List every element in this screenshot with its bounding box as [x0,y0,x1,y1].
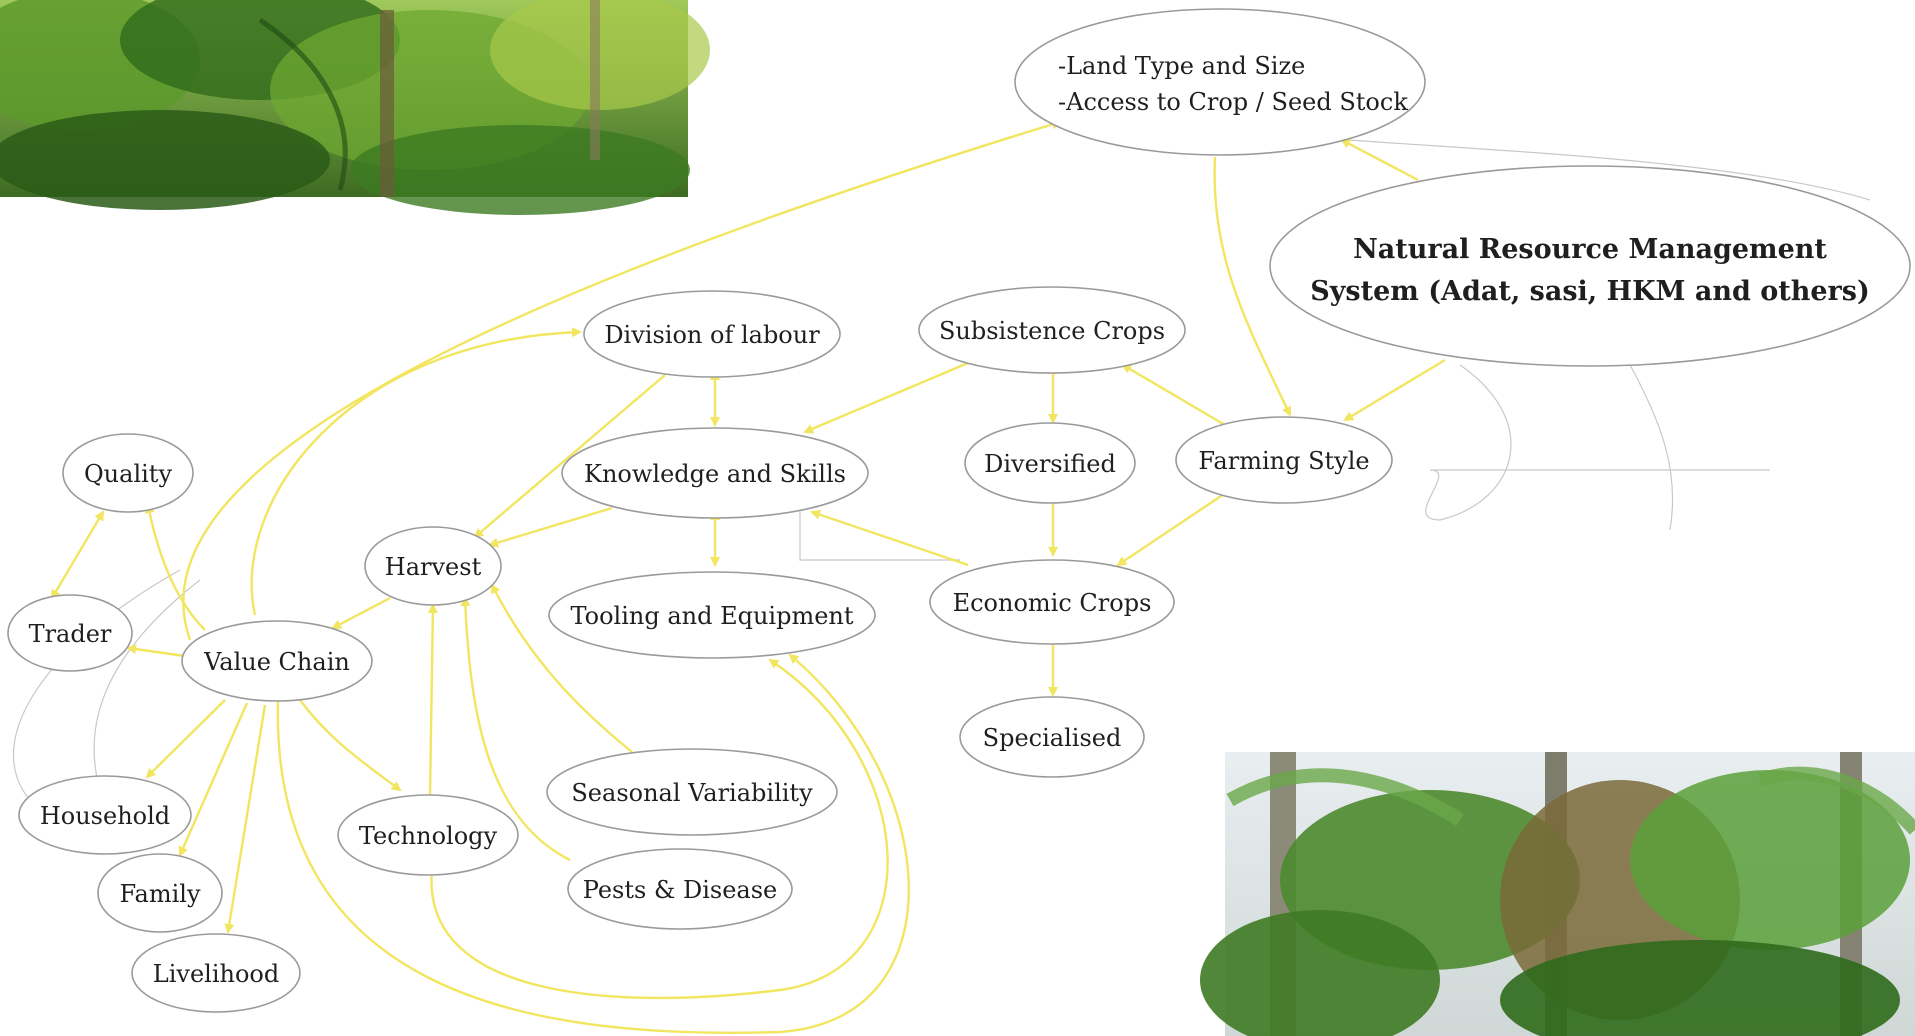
node-knowledge-label: Knowledge and Skills [584,460,846,488]
node-economic-crops: Economic Crops [929,559,1175,645]
node-technology-label: Technology [359,822,498,850]
node-trader: Trader [7,594,133,672]
node-seasonal-variability: Seasonal Variability [546,748,838,836]
node-tooling-label: Tooling and Equipment [570,602,853,630]
forest-photo-bottom-right [1200,752,1915,1036]
node-nrm-line2: System (Adat, sasi, HKM and others) [1310,276,1870,307]
node-seasonal-label: Seasonal Variability [571,779,813,807]
node-specialised: Specialised [959,696,1145,778]
node-quality: Quality [62,433,194,513]
node-harvest: Harvest [364,526,502,606]
node-value-chain: Value Chain [181,620,373,702]
node-economic-label: Economic Crops [953,589,1152,617]
ghost-lines [12,139,1871,811]
node-family-label: Family [120,880,201,908]
node-valuechain-label: Value Chain [203,648,350,676]
node-quality-label: Quality [84,460,172,488]
node-livelihood-label: Livelihood [153,960,279,988]
node-family: Family [97,853,223,933]
node-pests-label: Pests & Disease [583,876,777,904]
edges [50,119,1446,1034]
node-land-type-line2: -Access to Crop / Seed Stock [1058,88,1408,116]
node-subsistence-label: Subsistence Crops [939,317,1165,345]
node-division-label: Division of labour [604,321,820,349]
node-household: Household [18,775,192,855]
node-pests-and-disease: Pests & Disease [567,848,793,930]
node-technology: Technology [337,794,519,876]
node-diversified: Diversified [964,422,1136,504]
node-tooling-and-equipment: Tooling and Equipment [548,571,876,659]
node-trader-label: Trader [29,620,112,648]
node-division-of-labour: Division of labour [583,290,841,378]
node-farming-style: Farming Style [1175,416,1393,504]
node-nrm-line1: Natural Resource Management [1353,234,1827,265]
node-livelihood: Livelihood [131,933,301,1013]
node-farming-label: Farming Style [1198,447,1369,475]
node-diversified-label: Diversified [984,450,1116,478]
node-natural-resource-management: Natural Resource Management System (Adat… [1269,165,1911,367]
node-knowledge-and-skills: Knowledge and Skills [561,427,869,519]
node-land-type-line1: -Land Type and Size [1058,52,1305,80]
forest-photo-top-left [0,0,710,215]
node-land-type: -Land Type and Size -Access to Crop / Se… [1014,8,1426,156]
node-subsistence-crops: Subsistence Crops [918,286,1186,374]
node-specialised-label: Specialised [983,724,1122,752]
node-household-label: Household [40,802,170,830]
node-harvest-label: Harvest [385,553,482,581]
